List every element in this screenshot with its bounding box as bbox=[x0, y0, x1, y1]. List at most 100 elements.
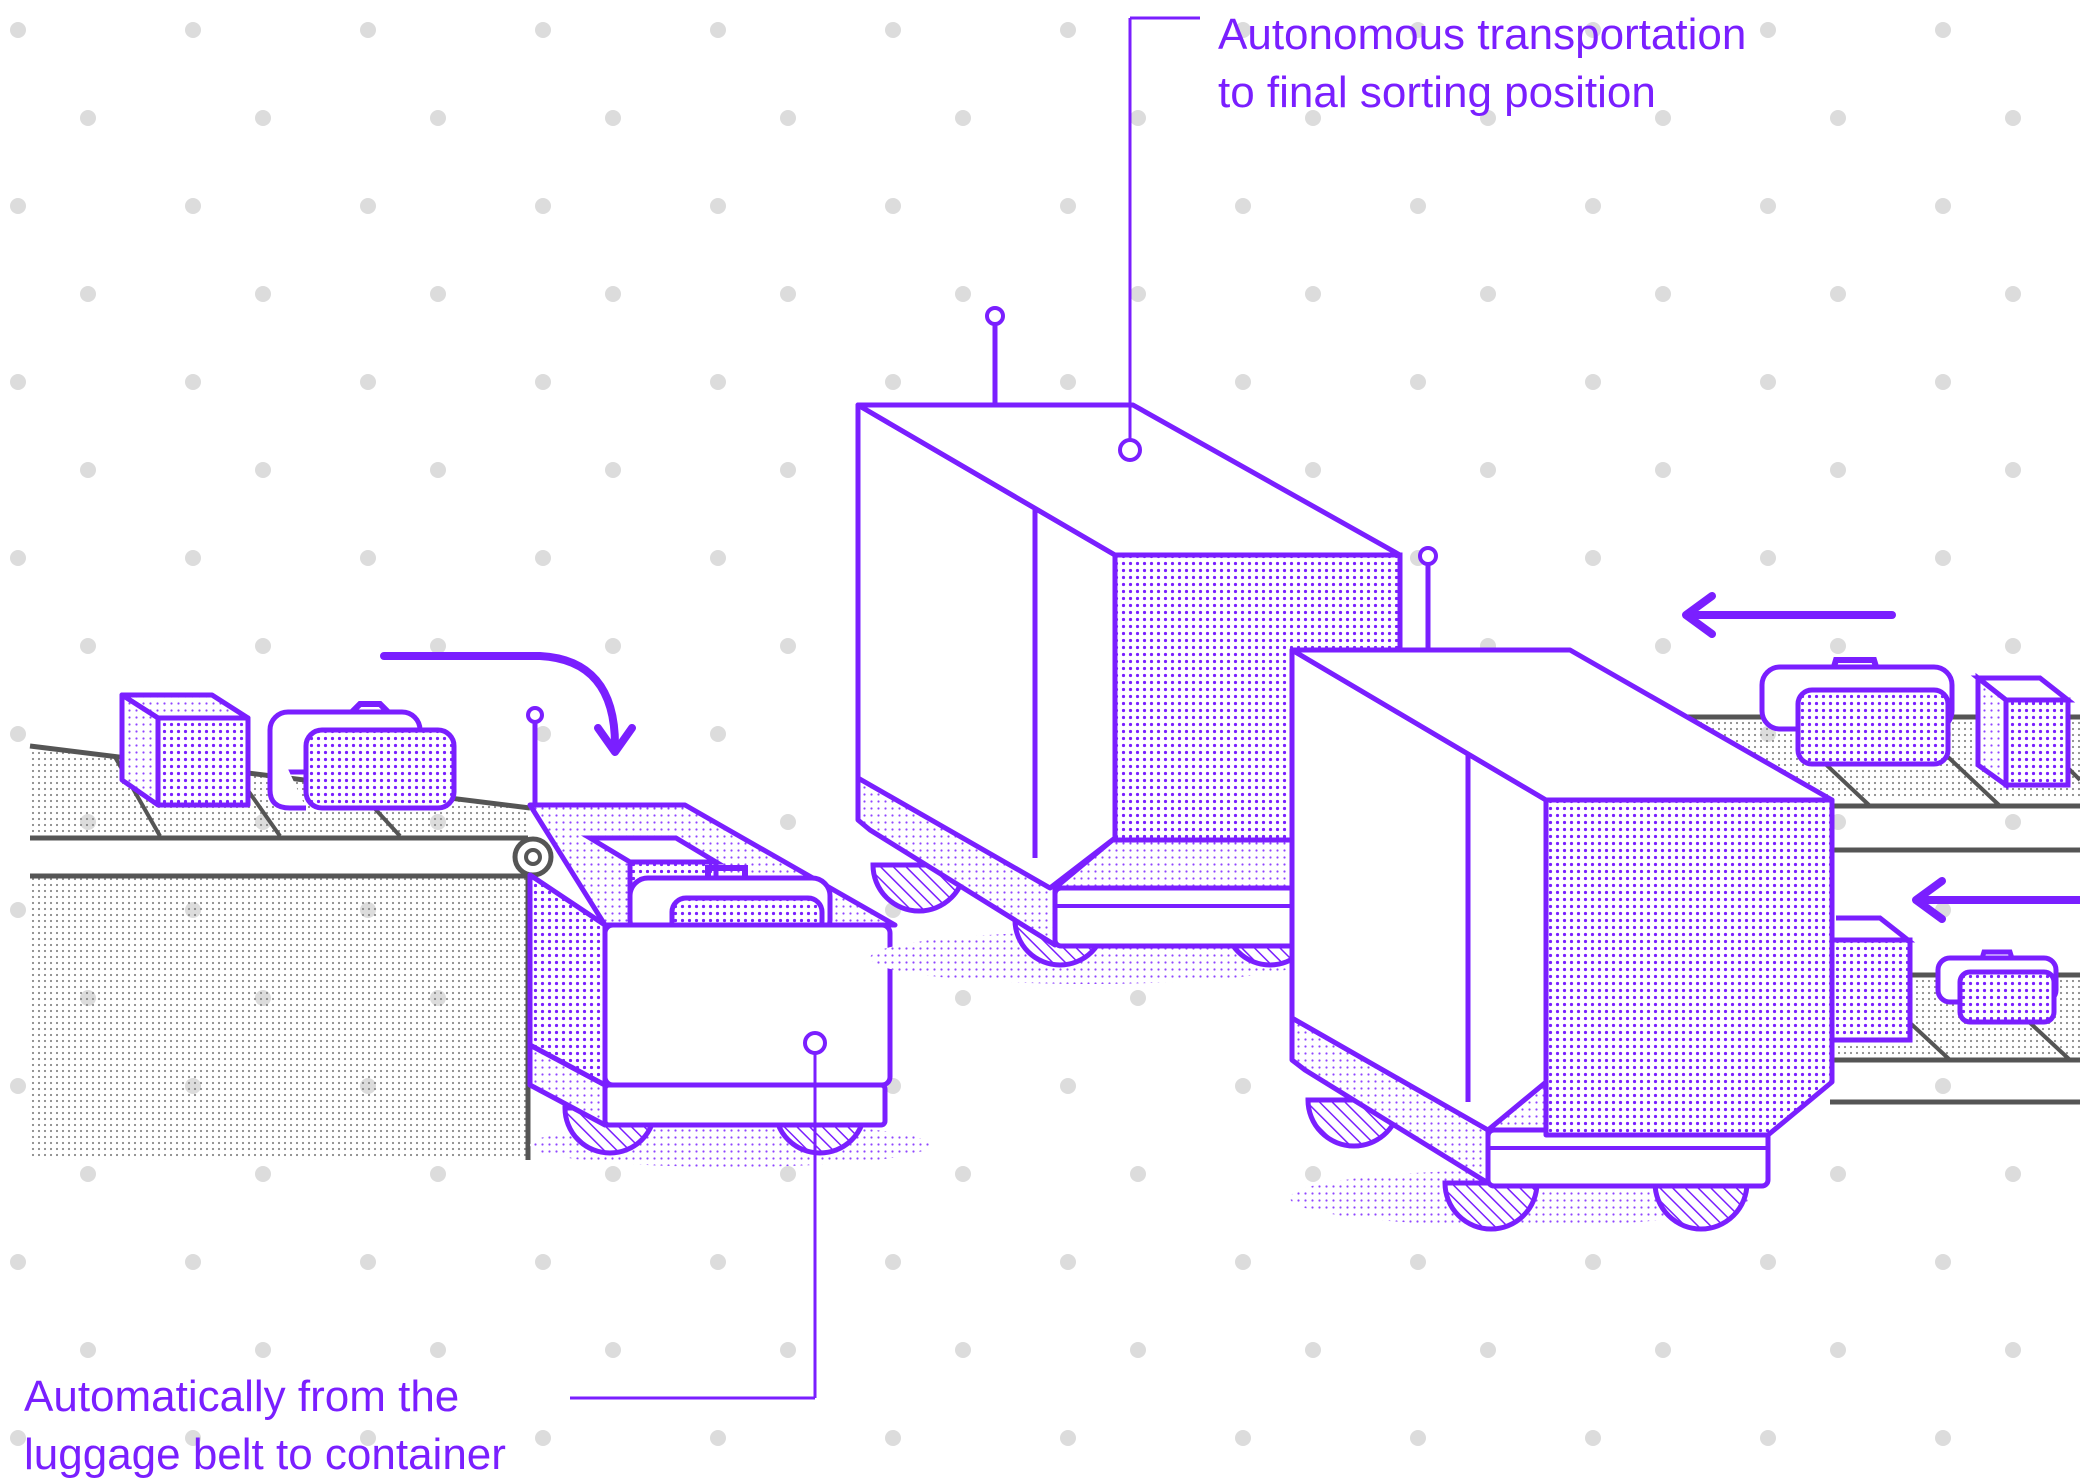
grid-dot bbox=[710, 550, 726, 566]
grid-dot bbox=[1060, 1430, 1076, 1446]
grid-dot bbox=[1060, 22, 1076, 38]
grid-dot bbox=[1585, 198, 1601, 214]
grid-dot bbox=[1585, 374, 1601, 390]
grid-dot bbox=[1305, 1166, 1321, 1182]
grid-dot bbox=[430, 110, 446, 126]
callout-top-line1: Autonomous transportation bbox=[1218, 10, 1747, 59]
grid-dot bbox=[780, 462, 796, 478]
grid-dot bbox=[1130, 990, 1146, 1006]
grid-dot bbox=[1830, 638, 1846, 654]
grid-dot bbox=[255, 110, 271, 126]
grid-dot bbox=[1480, 1342, 1496, 1358]
container-robot-small bbox=[526, 706, 930, 1167]
grid-dot bbox=[1235, 374, 1251, 390]
curved-down-arrow-head bbox=[594, 724, 636, 756]
grid-dot bbox=[2005, 1342, 2021, 1358]
left-arrow-icon bbox=[1912, 877, 2080, 923]
grid-dot bbox=[955, 110, 971, 126]
grid-dot bbox=[360, 22, 376, 38]
grid-dot bbox=[360, 1430, 376, 1446]
grid-dot bbox=[185, 22, 201, 38]
grid-dot bbox=[2005, 462, 2021, 478]
grid-dot bbox=[2005, 814, 2021, 830]
left-arrow-icon bbox=[1682, 592, 1896, 638]
grid-dot bbox=[780, 1166, 796, 1182]
grid-dot bbox=[1935, 1078, 1951, 1094]
grid-dot bbox=[1235, 1078, 1251, 1094]
grid-dot bbox=[2005, 286, 2021, 302]
callout-bottom-line2: luggage belt to container bbox=[24, 1430, 506, 1479]
grid-dot bbox=[430, 1166, 446, 1182]
grid-dot bbox=[10, 1254, 26, 1270]
grid-dot bbox=[185, 198, 201, 214]
luggage-box-right bbox=[1970, 672, 2076, 790]
grid-dot bbox=[605, 286, 621, 302]
grid-dot bbox=[255, 286, 271, 302]
grid-dot bbox=[1935, 198, 1951, 214]
grid-dot bbox=[1935, 374, 1951, 390]
grid-dot bbox=[1760, 22, 1776, 38]
grid-dot bbox=[955, 990, 971, 1006]
grid-dot bbox=[80, 286, 96, 302]
grid-dot bbox=[1410, 1254, 1426, 1270]
luggage-box bbox=[119, 692, 251, 808]
grid-dot bbox=[605, 462, 621, 478]
grid-dot bbox=[1830, 110, 1846, 126]
grid-dot bbox=[10, 1078, 26, 1094]
grid-dot bbox=[535, 1430, 551, 1446]
grid-dot bbox=[10, 1430, 26, 1446]
grid-dot bbox=[1410, 374, 1426, 390]
grid-dot bbox=[1130, 286, 1146, 302]
grid-dot bbox=[1760, 1254, 1776, 1270]
grid-dot bbox=[885, 198, 901, 214]
grid-dot bbox=[1060, 374, 1076, 390]
grid-dot bbox=[535, 550, 551, 566]
grid-dot bbox=[1410, 1430, 1426, 1446]
grid-dot bbox=[255, 462, 271, 478]
grid-dot bbox=[1830, 286, 1846, 302]
luggage-suitcase-lower bbox=[1935, 949, 2059, 1025]
grid-dot bbox=[1235, 22, 1251, 38]
luggage-suitcase-right bbox=[1759, 657, 1955, 767]
grid-dot bbox=[1060, 1254, 1076, 1270]
grid-dot bbox=[780, 638, 796, 654]
grid-dot bbox=[360, 198, 376, 214]
callout-leader-bottom bbox=[570, 1053, 817, 1400]
grid-dot bbox=[535, 1254, 551, 1270]
grid-dot bbox=[1130, 1342, 1146, 1358]
grid-dot bbox=[1480, 110, 1496, 126]
grid-dot bbox=[1655, 286, 1671, 302]
grid-dot bbox=[1655, 638, 1671, 654]
grid-dot bbox=[710, 726, 726, 742]
grid-dot bbox=[1235, 1430, 1251, 1446]
grid-dot bbox=[360, 550, 376, 566]
grid-dot bbox=[1585, 1254, 1601, 1270]
grid-dot bbox=[1655, 110, 1671, 126]
grid-dot bbox=[1760, 374, 1776, 390]
grid-dot bbox=[80, 462, 96, 478]
grid-dot bbox=[710, 22, 726, 38]
grid-dot bbox=[780, 814, 796, 830]
grid-dot bbox=[1935, 1430, 1951, 1446]
grid-dot bbox=[535, 22, 551, 38]
transport-robot-back bbox=[855, 306, 1438, 984]
grid-dot bbox=[1935, 22, 1951, 38]
grid-dot bbox=[955, 286, 971, 302]
grid-dot bbox=[1585, 22, 1601, 38]
grid-dot bbox=[2005, 638, 2021, 654]
grid-dot bbox=[80, 638, 96, 654]
grid-dot bbox=[255, 638, 271, 654]
grid-dot bbox=[1760, 198, 1776, 214]
grid-dot bbox=[885, 1430, 901, 1446]
grid-dot bbox=[1410, 198, 1426, 214]
grid-dot bbox=[1655, 462, 1671, 478]
callout-bottom-line1: Automatically from the bbox=[24, 1372, 460, 1421]
grid-dot bbox=[1830, 462, 1846, 478]
grid-dot bbox=[430, 638, 446, 654]
grid-dot bbox=[1305, 110, 1321, 126]
grid-dot bbox=[710, 1430, 726, 1446]
grid-dot bbox=[185, 1430, 201, 1446]
transport-robot-front bbox=[1289, 647, 1835, 1232]
grid-dot bbox=[605, 110, 621, 126]
grid-dot bbox=[10, 550, 26, 566]
